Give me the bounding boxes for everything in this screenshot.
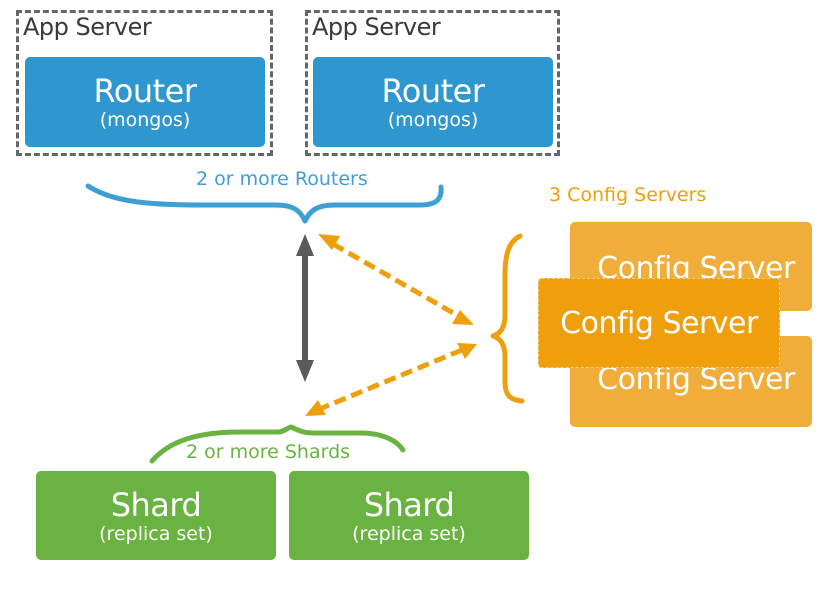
- routers-brace: [85, 183, 444, 224]
- shard-subtitle: (replica set): [99, 522, 213, 545]
- shard-title: Shard: [363, 485, 455, 524]
- config-shard-arrow: [305, 343, 477, 416]
- shard-node-2[interactable]: Shard (replica set): [289, 471, 529, 560]
- config-brace: [490, 233, 525, 404]
- routers-group-label: 2 or more Routers: [196, 168, 368, 190]
- router-config-arrow: [318, 234, 474, 325]
- router-title: Router: [381, 72, 485, 110]
- app-server-label: App Server: [312, 13, 441, 41]
- shard-title: Shard: [110, 485, 202, 524]
- app-server-box-2: App Server: [305, 10, 560, 156]
- config-group-label: 3 Config Servers: [549, 184, 707, 206]
- shard-subtitle: (replica set): [352, 522, 466, 545]
- config-server-label: Config Server: [560, 305, 758, 341]
- router-title: Router: [93, 72, 197, 110]
- app-server-box-1: App Server: [16, 10, 273, 156]
- config-server-node-2[interactable]: Config Server: [538, 278, 780, 368]
- shard-node-1[interactable]: Shard (replica set): [36, 471, 276, 560]
- shards-group-label: 2 or more Shards: [186, 441, 351, 463]
- router-subtitle: (mongos): [387, 109, 479, 131]
- router-subtitle: (mongos): [99, 109, 191, 131]
- router-node-1[interactable]: Router (mongos): [25, 57, 265, 147]
- app-server-label: App Server: [23, 13, 152, 41]
- router-shard-arrow: [296, 234, 314, 382]
- shards-brace: [149, 424, 406, 464]
- router-node-2[interactable]: Router (mongos): [313, 57, 553, 147]
